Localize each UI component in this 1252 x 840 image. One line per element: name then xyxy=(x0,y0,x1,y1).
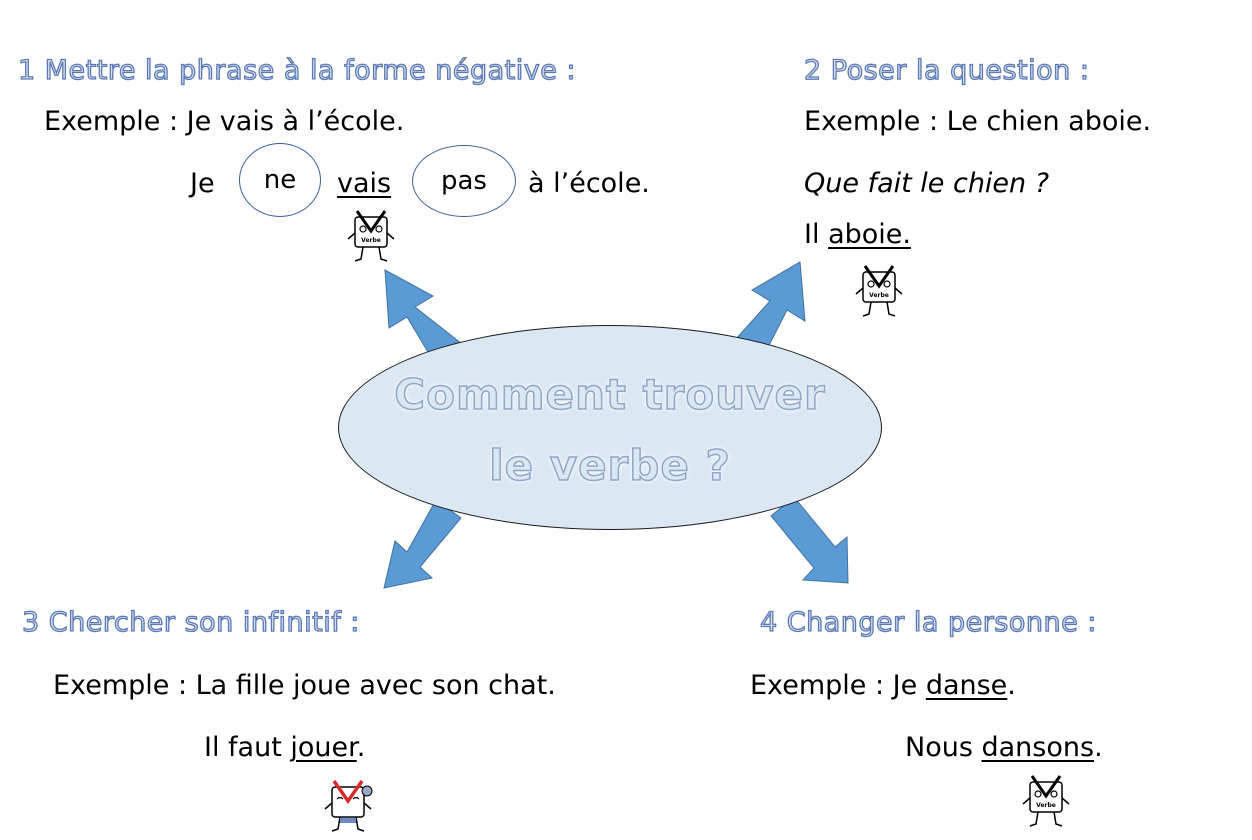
circled-ne-text: ne xyxy=(263,165,297,195)
section-1-example: Exemple : Je vais à l’école. xyxy=(44,106,405,137)
section-2-example: Exemple : Le chien aboie. xyxy=(804,106,1152,137)
section-2-question: Que fait le chien ? xyxy=(804,168,1050,199)
section-3-heading: 3 Chercher son infinitif : xyxy=(21,606,360,638)
center-title-line-1: Comment trouver xyxy=(394,369,826,420)
section-1-heading: 1 Mettre la phrase à la forme négative : xyxy=(17,54,576,86)
svg-text:Verbe: Verbe xyxy=(361,237,381,244)
section-4-example-verb: danse xyxy=(925,670,1008,701)
center-ellipse xyxy=(338,325,882,530)
section-3-result: Il faut jouer. xyxy=(204,732,365,763)
section-3-verb: jouer xyxy=(290,732,357,763)
center-title-line-2: le verbe ? xyxy=(488,440,731,491)
circled-pas: pas xyxy=(412,145,516,217)
svg-text:Verbe: Verbe xyxy=(1036,802,1056,809)
section-4-example-suffix: . xyxy=(1007,670,1016,701)
verb-mascot-infinitive-icon xyxy=(324,779,373,832)
verb-mascot-icon: Verbe xyxy=(855,265,903,317)
section-1-word-je: Je xyxy=(190,168,215,199)
verb-mascot-icon: Verbe xyxy=(1022,775,1070,827)
section-2-verb: aboie. xyxy=(828,219,911,250)
arrow-down-left xyxy=(383,499,462,589)
circled-pas-text: pas xyxy=(441,166,487,196)
section-1-rest: à l’école. xyxy=(528,168,650,199)
svg-text:Verbe: Verbe xyxy=(869,292,889,299)
section-4-result-prefix: Nous xyxy=(905,732,973,763)
section-2-answer-prefix: Il xyxy=(804,219,820,250)
circled-ne: ne xyxy=(239,143,321,217)
verb-mascot-icon: Verbe xyxy=(347,210,395,262)
section-3-result-prefix: Il faut xyxy=(204,732,282,763)
section-4-verb: dansons xyxy=(981,732,1095,763)
section-3-result-suffix: . xyxy=(356,732,366,763)
section-3-example: Exemple : La fille joue avec son chat. xyxy=(53,670,556,701)
arrow-down-right xyxy=(770,496,849,584)
section-4-example: Exemple : Je danse. xyxy=(750,670,1016,701)
section-4-result: Nous dansons. xyxy=(905,732,1103,763)
section-2-answer: Il aboie. xyxy=(804,219,911,250)
section-2-heading: 2 Poser la question : xyxy=(803,54,1090,86)
section-4-result-suffix: . xyxy=(1094,732,1103,763)
section-4-heading: 4 Changer la personne : xyxy=(759,606,1097,638)
section-4-example-prefix: Exemple : Je xyxy=(750,670,918,701)
section-1-verb: vais xyxy=(337,168,392,199)
